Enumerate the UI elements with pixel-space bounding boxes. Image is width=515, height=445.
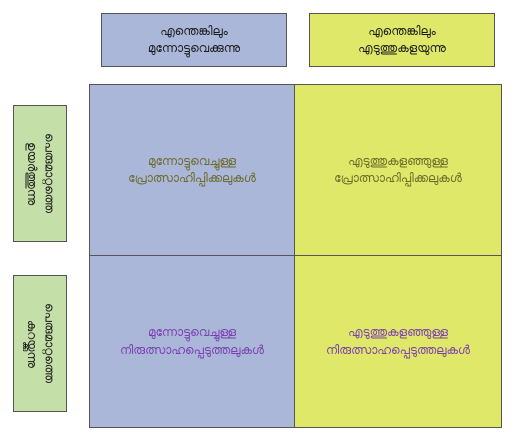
cell-negative-punishment: എടുത്തുകളഞ്ഞുള്ള നിരുത്സാഹപ്പെടുത്തലുകൾ xyxy=(295,256,501,427)
cell-positive-reinforcement: മുന്നോട്ടുവെച്ചുള്ള പ്രോത്സാഹിപ്പിക്കലുക… xyxy=(90,85,295,256)
row-header-increase-behavior: പെരുമാറ്റത്തെ ഉയർത്തുന്നു xyxy=(13,105,67,242)
row-header-increase-label: പെരുമാറ്റത്തെ ഉയർത്തുന്നു xyxy=(25,133,57,214)
row-header-decrease-behavior: പെരുമാറ്റത്തെ കുറയ്ക്കുന്നു xyxy=(13,275,67,412)
cell-negative-reinforcement: എടുത്തുകളഞ്ഞുള്ള പ്രോത്സാഹിപ്പിക്കലുകൾ xyxy=(295,85,501,256)
column-header-take-away: എന്തെങ്കിലും എടുത്തുകളയുന്നു xyxy=(309,13,495,67)
row-header-decrease-label: പെരുമാറ്റത്തെ കുറയ്ക്കുന്നു xyxy=(25,303,57,384)
column-header-put-forward: എന്തെങ്കിലും മുന്നോട്ടുവെക്കുന്നു xyxy=(101,13,287,67)
quadrant-grid: മുന്നോട്ടുവെച്ചുള്ള പ്രോത്സാഹിപ്പിക്കലുക… xyxy=(89,84,502,428)
cell-positive-punishment: മുന്നോട്ടുവെച്ചുള്ള നിരുത്സാഹപ്പെടുത്തലു… xyxy=(90,256,295,427)
